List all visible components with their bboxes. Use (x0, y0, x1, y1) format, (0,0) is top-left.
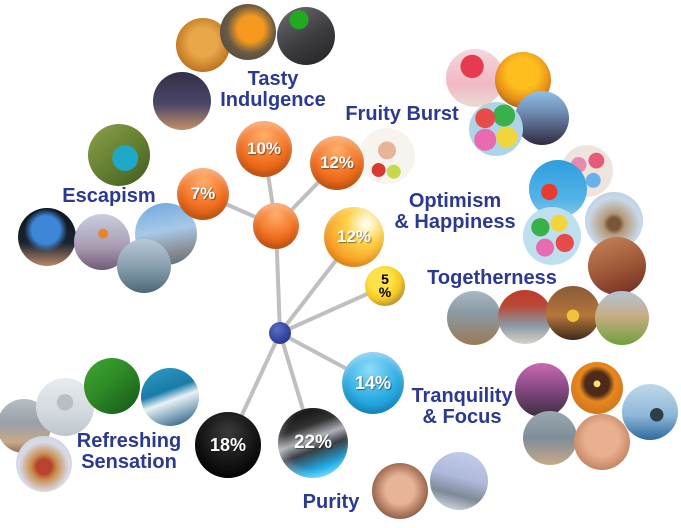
photo-jelly-balloons (469, 102, 523, 156)
node-bubble-refreshing: 18% (195, 412, 261, 478)
photo-peacock (88, 124, 150, 186)
photo-earth-in-hand (18, 208, 76, 266)
node-bubble-fruity: 12% (310, 136, 364, 190)
photo-sunset-pier (515, 363, 569, 417)
photo-pebbles (277, 7, 335, 65)
node-label-escapism: Escapism (62, 185, 156, 207)
node-label-tranquility: Tranquility & Focus (411, 385, 513, 428)
node-value-optimism: 12% (336, 227, 372, 246)
node-bubble-togetherness: 5 % (365, 266, 405, 306)
photo-stacked-hands (588, 237, 646, 295)
node-value-fruity: 12% (319, 153, 355, 172)
photo-blueberries-hand (153, 72, 211, 130)
node-value-tranquility: 14% (354, 372, 392, 393)
node-label-tasty: Tasty Indulgence (220, 68, 326, 111)
photo-matterhorn (430, 452, 488, 510)
photo-woman-blowing-kiss (372, 463, 428, 519)
photo-woman-with-fruit (359, 128, 415, 184)
node-bubble-escapism: 7% (177, 168, 229, 220)
photo-watermelon-child (446, 49, 504, 107)
node-label-refreshing: Refreshing Sensation (76, 430, 182, 473)
node-label-optimism: Optimism & Happiness (394, 190, 516, 233)
photo-leaf-droplets (84, 358, 140, 414)
node-value-tasty: 10% (246, 139, 282, 158)
photo-viaduct-bridge (117, 239, 171, 293)
node-value-purity: 22% (293, 432, 333, 453)
branch-hub-bubble (253, 203, 299, 249)
photo-balloon-bunch (523, 207, 581, 265)
photo-upside-down-child (523, 411, 577, 465)
node-bubble-tranquility: 14% (342, 352, 404, 414)
photo-orange-fruit (220, 4, 276, 60)
node-bubble-optimism: 12% (324, 207, 384, 267)
node-value-escapism: 7% (190, 184, 216, 203)
photo-smiling-girl (574, 414, 630, 470)
node-value-refreshing: 18% (209, 434, 247, 455)
photo-wooden-figures (595, 291, 649, 345)
photo-ocean-wave (141, 368, 199, 426)
node-value-togetherness: 5 % (378, 271, 392, 300)
node-label-togetherness: Togetherness (427, 267, 557, 289)
photo-blueberries-hands (515, 91, 569, 145)
node-bubble-purity: 22% (278, 408, 348, 478)
photo-carnival-ride (16, 436, 72, 492)
photo-friends-picnic (447, 291, 501, 345)
node-label-purity: Purity (302, 491, 360, 513)
node-label-fruity: Fruity Burst (345, 103, 459, 125)
photo-heart-hands-sunset (571, 362, 623, 414)
center-hub (269, 322, 291, 344)
photo-sunset-beer-toast (546, 286, 600, 340)
photo-camper-van-women (498, 290, 552, 344)
photo-iceberg (622, 384, 678, 440)
node-bubble-tasty: 10% (236, 121, 292, 177)
